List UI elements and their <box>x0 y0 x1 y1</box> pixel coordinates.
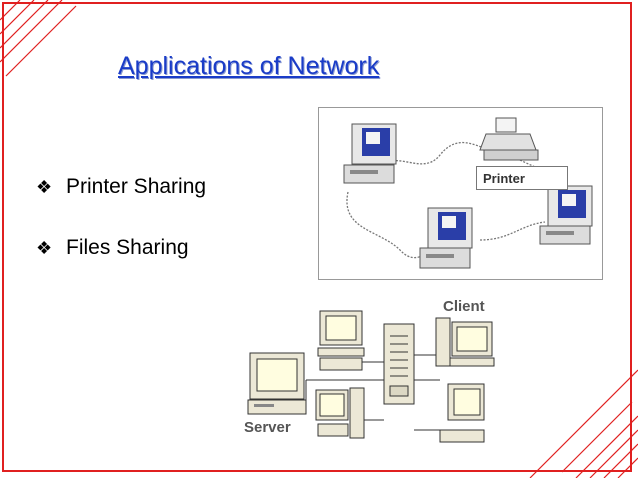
bullet-text: Files Sharing <box>66 236 189 259</box>
hub-tower-icon <box>383 323 415 405</box>
computer-icon <box>539 185 593 245</box>
computer-icon <box>439 383 485 443</box>
client-label: Client <box>443 298 485 315</box>
printer-label: Printer <box>476 166 568 190</box>
printer-icon <box>479 117 539 161</box>
bullet-text: Printer Sharing <box>66 175 207 198</box>
slide-frame <box>2 2 632 472</box>
bullet-diamond-icon: ❖ <box>36 177 53 197</box>
computer-icon <box>435 317 495 367</box>
computer-icon <box>343 123 397 184</box>
slide-title: Applications of Network <box>118 52 380 80</box>
bullet-printer-sharing: ❖ Printer Sharing <box>36 175 206 199</box>
computer-icon <box>315 387 365 439</box>
computer-icon <box>419 207 473 269</box>
computer-icon <box>317 310 365 371</box>
bullet-diamond-icon: ❖ <box>36 238 53 258</box>
server-computer-icon <box>247 352 307 415</box>
bullet-files-sharing: ❖ Files Sharing <box>36 236 189 260</box>
server-label: Server <box>244 419 291 436</box>
